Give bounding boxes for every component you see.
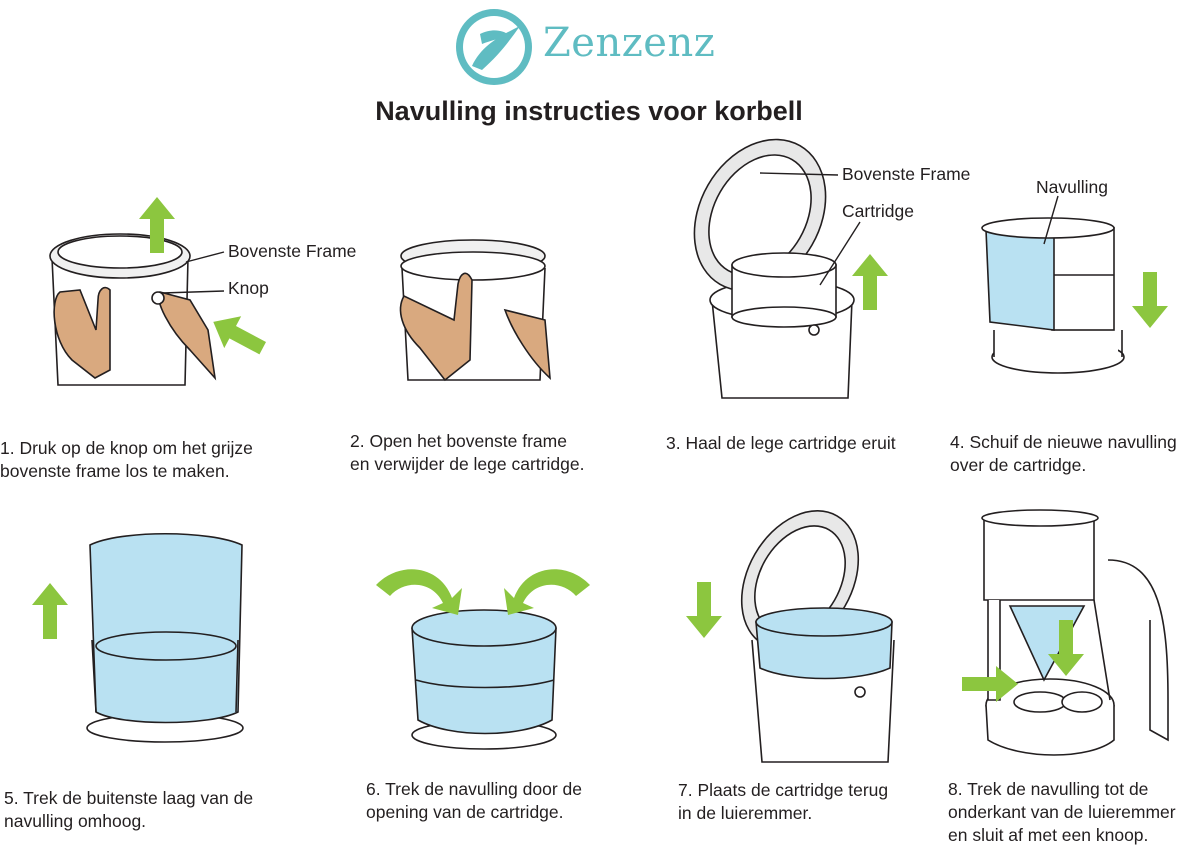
stork-circle-icon: [456, 9, 532, 85]
step-8-illustration: [981, 509, 1169, 756]
step-7-caption: 7. Plaats de cartridge terug in de luier…: [678, 780, 889, 823]
step-3-up-arrow: [852, 254, 888, 310]
step-3-label-cartridge: Cartridge: [842, 201, 914, 221]
page-title: Navulling instructies voor korbell: [375, 96, 803, 126]
step-7-illustration: [740, 510, 895, 763]
step-6-caption: 6. Trek de navulling door de opening van…: [366, 779, 582, 822]
step-4-label-refill: Navulling: [1036, 177, 1108, 197]
step-1-label-button: Knop: [228, 278, 269, 298]
step-1-label-top-frame: Bovenste Frame: [228, 241, 357, 261]
step-2-illustration: [399, 239, 551, 382]
step-1-caption: 1. Druk op de knop om het grijze bovenst…: [0, 438, 253, 481]
step-6-illustration: [411, 609, 557, 750]
step-6-curved-arrow-left: [376, 569, 462, 615]
step-4-illustration: [981, 217, 1125, 374]
step-5-up-arrow: [32, 583, 68, 639]
step-5-illustration: [86, 533, 244, 743]
step-5-caption: 5. Trek de buitenste laag van de navulli…: [4, 788, 254, 831]
step-3-label-top-frame: Bovenste Frame: [842, 164, 971, 184]
step-3-caption: 3. Haal de lege cartridge eruit: [666, 433, 896, 453]
step-4-down-arrow: [1132, 272, 1168, 328]
step-2-caption: 2. Open het bovenste frame en verwijder …: [350, 431, 585, 474]
brand-name: Zenzenz: [543, 20, 716, 66]
step-7-down-arrow: [686, 582, 722, 638]
step-8-caption: 8. Trek de navulling tot de onderkant va…: [948, 779, 1176, 845]
step-3-illustration: [693, 138, 855, 399]
step-4-caption: 4. Schuif de nieuwe navulling over de ca…: [950, 432, 1177, 475]
step-1-illustration: [49, 233, 217, 386]
step-1-side-arrow: [204, 305, 272, 365]
step-6-curved-arrow-right: [504, 569, 590, 615]
